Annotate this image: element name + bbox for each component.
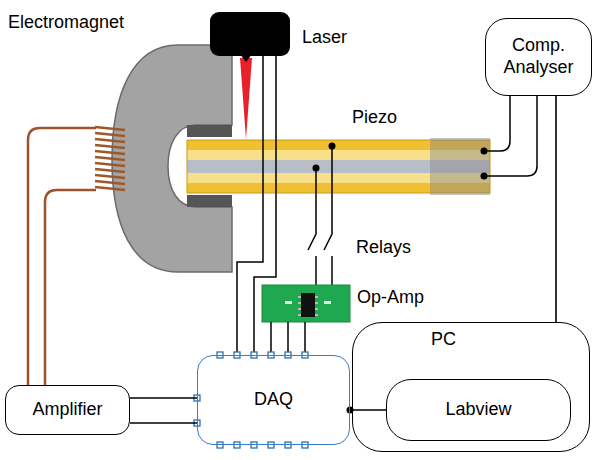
signal-wire bbox=[130, 397, 197, 399]
relay-wire bbox=[331, 256, 333, 285]
magnet-coil bbox=[95, 127, 125, 190]
analyser-box: Comp. Analyser bbox=[485, 18, 592, 96]
signal-wire bbox=[130, 422, 197, 424]
board-part bbox=[324, 301, 331, 304]
electrode-dot bbox=[329, 143, 336, 150]
part-label: Laser bbox=[302, 27, 347, 49]
laser-wire bbox=[237, 56, 263, 352]
part-label: Relays bbox=[356, 237, 411, 259]
electrode-dot bbox=[481, 148, 488, 155]
relay-switch bbox=[308, 168, 316, 250]
board-part bbox=[285, 301, 292, 304]
relay-switch bbox=[324, 146, 332, 250]
op-amp-wire bbox=[304, 322, 306, 352]
signal-wire bbox=[555, 96, 557, 322]
piezo-wire bbox=[484, 96, 537, 176]
laser-body bbox=[210, 12, 290, 56]
box-text: Amplifier bbox=[32, 399, 102, 421]
software-box: Labview bbox=[386, 379, 571, 441]
coil-wire bbox=[28, 128, 96, 385]
laser-beam bbox=[240, 58, 252, 139]
pole-piece bbox=[187, 125, 232, 137]
op-amp-chip bbox=[301, 293, 315, 317]
pc-box: PC Labview bbox=[352, 322, 590, 452]
electrode-dot bbox=[313, 165, 320, 172]
box-text: PC bbox=[431, 329, 456, 351]
piezo-clamp bbox=[430, 138, 490, 195]
daq-terminals bbox=[194, 352, 308, 448]
piezo-wire bbox=[484, 96, 510, 151]
op-amp-board bbox=[262, 285, 350, 322]
relay-wire bbox=[315, 256, 317, 285]
laser-nozzle bbox=[240, 54, 252, 62]
op-amp-wire bbox=[287, 322, 289, 352]
pole-piece bbox=[187, 195, 232, 207]
box-text: Comp. Analyser bbox=[492, 35, 585, 78]
chip-pins bbox=[298, 296, 318, 316]
op-amp-wire bbox=[270, 322, 272, 352]
part-label: Op-Amp bbox=[357, 287, 424, 309]
electrode-dot bbox=[481, 173, 488, 180]
coil-wire bbox=[45, 190, 96, 385]
box-text: Labview bbox=[445, 399, 511, 421]
daq-box: DAQ bbox=[197, 355, 350, 445]
part-label: Piezo bbox=[352, 107, 397, 129]
box-text: DAQ bbox=[254, 389, 293, 411]
part-label: Electromagnet bbox=[8, 12, 124, 34]
amplifier-box: Amplifier bbox=[5, 385, 130, 435]
signal-wire bbox=[350, 409, 386, 411]
